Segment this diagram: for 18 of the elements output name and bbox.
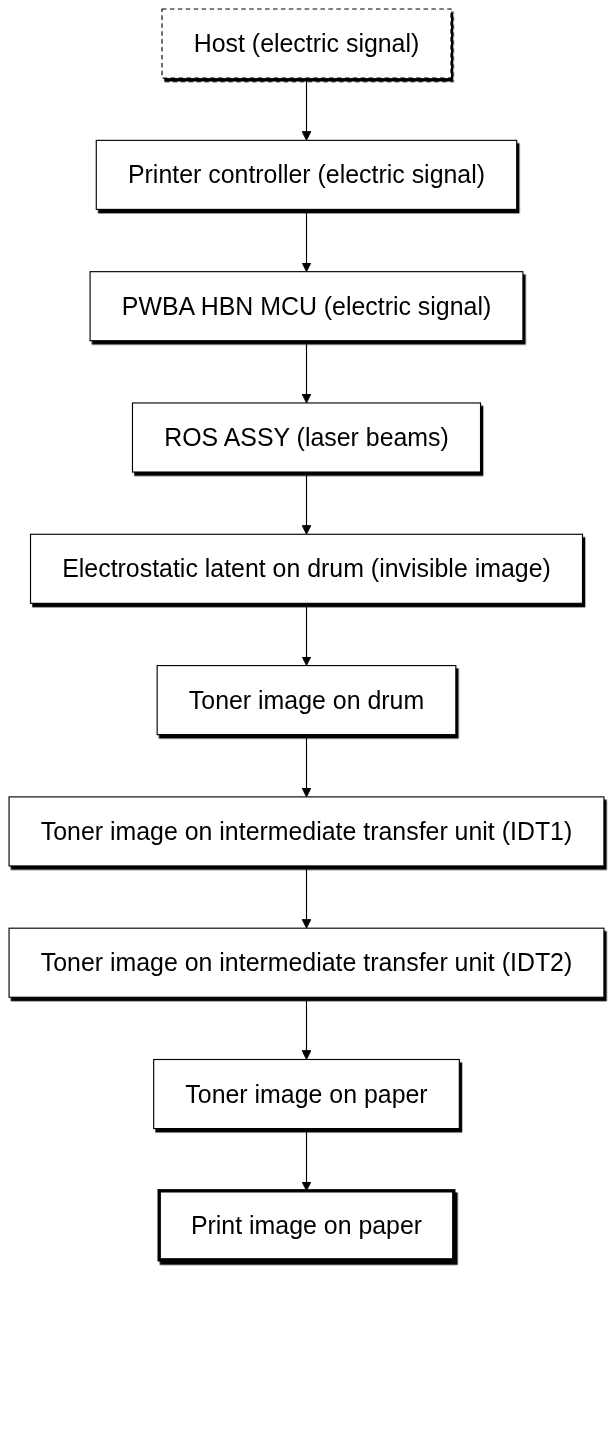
node-box: Toner image on drum	[156, 665, 457, 736]
arrow	[301, 734, 312, 798]
node-box: Electrostatic latent on drum (invisible image)	[29, 533, 584, 604]
arrow	[301, 340, 312, 404]
node-box: Toner image on intermediate transfer unit (IDT1)	[8, 796, 605, 867]
arrow	[301, 865, 312, 929]
node-box: Toner image on intermediate transfer unit (IDT2)	[8, 927, 605, 998]
node-box: Printer controller (electric signal)	[95, 139, 518, 210]
arrow	[301, 77, 312, 141]
node-box: Print image on paper	[157, 1189, 456, 1262]
arrow	[301, 471, 312, 535]
node-box: Toner image on paper	[153, 1058, 460, 1130]
node-box: ROS ASSY (laser beams)	[131, 402, 482, 473]
node-box: PWBA HBN MCU (electric signal)	[89, 271, 524, 342]
arrow	[301, 208, 312, 273]
node-box: Host (electric signal)	[161, 8, 452, 79]
arrow	[301, 996, 312, 1060]
arrow	[301, 602, 312, 667]
